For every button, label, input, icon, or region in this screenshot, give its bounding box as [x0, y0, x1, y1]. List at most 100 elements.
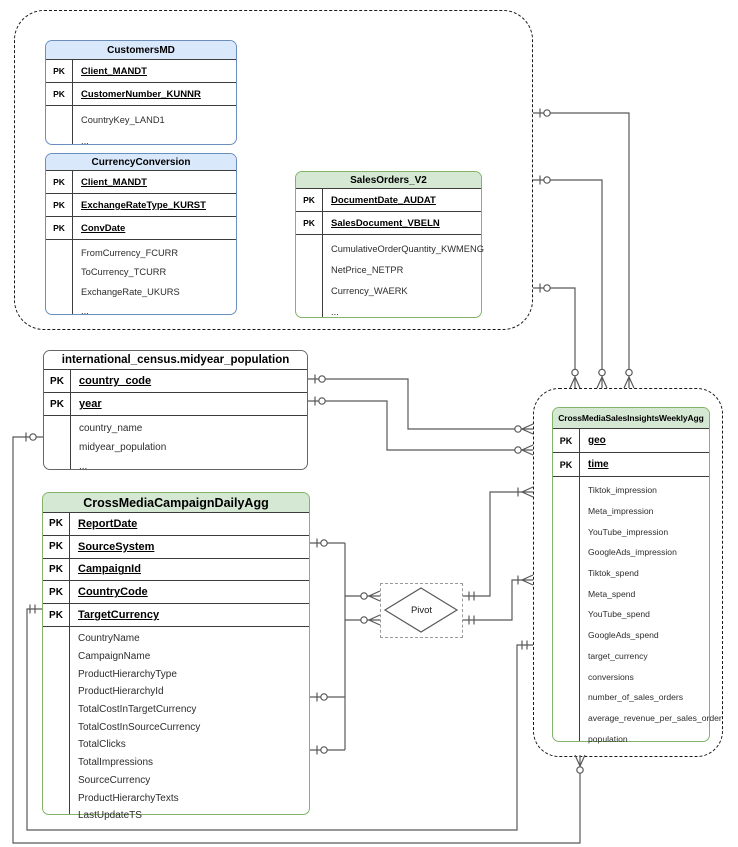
column-name: ProductHierarchyTexts: [78, 792, 179, 804]
connector: [533, 287, 576, 388]
column-name: TotalCostInSourceCurrency: [78, 721, 201, 733]
pk-badge: PK: [43, 604, 70, 626]
crows-foot-icon: [569, 375, 581, 389]
zero-circle-icon: [543, 109, 551, 117]
pk-gutter: [46, 106, 73, 144]
pk-column-name: ReportDate: [78, 517, 138, 530]
zero-circle-icon: [514, 446, 522, 454]
column-name: country_name: [79, 423, 143, 434]
connector: [533, 179, 603, 388]
column-name: ...: [331, 306, 339, 317]
column-name: ...: [81, 306, 89, 317]
column-name: CountryKey_LAND1: [81, 114, 165, 125]
pk-gutter: [296, 235, 323, 317]
zero-circle-icon: [360, 592, 368, 600]
target-table-group-container: [533, 388, 723, 757]
pk-badge: PK: [43, 581, 70, 604]
table-title: CustomersMD: [46, 41, 236, 60]
column-name: GoogleAds_impression: [588, 547, 677, 558]
column-name: Currency_WAERK: [331, 285, 408, 296]
connector: [310, 542, 346, 751]
column-name: ProductHierarchyId: [78, 686, 164, 698]
column-name: NetPrice_NETPR: [331, 264, 404, 275]
column-name: Meta_impression: [588, 506, 654, 517]
pk-badge: PK: [553, 429, 580, 452]
pk-gutter: [553, 477, 580, 741]
zero-circle-icon: [318, 375, 326, 383]
column-name: target_currency: [588, 650, 648, 661]
pivot-node[interactable]: Pivot: [380, 583, 463, 638]
table-title: international_census.midyear_population: [44, 351, 307, 370]
pk-column-name: Client_MANDT: [81, 176, 147, 188]
pk-badge: PK: [296, 212, 323, 234]
crows-foot-icon: [367, 590, 381, 602]
pk-column-name: DocumentDate_AUDAT: [331, 194, 436, 206]
pk-column-name: country_code: [79, 375, 152, 387]
pk-column-name: Client_MANDT: [81, 65, 147, 77]
zero-circle-icon: [543, 176, 551, 184]
table-title: CrossMediaCampaignDailyAgg: [43, 493, 309, 513]
column-name: TotalClicks: [78, 739, 126, 751]
column-name: population: [588, 733, 628, 744]
column-name: CountryName: [78, 633, 140, 645]
pk-badge: PK: [46, 217, 73, 239]
column-name: ...: [79, 461, 88, 472]
pivot-label: Pivot: [410, 605, 433, 616]
table-row-pk: PK SalesDocument_VBELN: [296, 212, 481, 235]
crows-foot-icon: [367, 614, 381, 626]
table-row-pk: PK time: [553, 453, 709, 477]
column-name: ProductHierarchyType: [78, 668, 177, 680]
pk-badge: PK: [46, 83, 73, 105]
crows-foot-icon: [574, 754, 586, 768]
crows-foot-icon: [517, 574, 534, 586]
column-name: Meta_spend: [588, 588, 636, 599]
pk-badge: PK: [553, 453, 580, 476]
table-title: CurrencyConversion: [46, 154, 236, 171]
column-name: GoogleAds_spend: [588, 630, 659, 641]
zero-circle-icon: [320, 693, 328, 701]
pk-column-name: CountryCode: [78, 586, 148, 599]
pk-column-name: time: [588, 459, 609, 470]
zero-circle-icon: [571, 368, 579, 377]
column-name: Tiktok_spend: [588, 568, 639, 579]
column-name: LastUpdateTS: [78, 810, 142, 822]
pk-badge: PK: [43, 513, 70, 535]
connector: [308, 378, 533, 430]
pk-column-name: year: [79, 398, 102, 410]
pk-badge: PK: [46, 171, 73, 193]
table-midyear-population[interactable]: international_census.midyear_population …: [43, 350, 308, 472]
one-bar-icon: [468, 591, 475, 601]
column-name: FromCurrency_FCURR: [81, 247, 179, 258]
crows-foot-icon: [517, 486, 534, 498]
zero-circle-icon: [320, 746, 328, 754]
crows-foot-icon: [623, 375, 635, 389]
column-name: Tiktok_impression: [588, 485, 657, 496]
zero-circle-icon: [598, 368, 606, 377]
zero-circle-icon: [318, 397, 326, 405]
connector: [463, 491, 533, 597]
one-bar-icon: [468, 615, 475, 625]
column-name: average_revenue_per_sales_order: [588, 712, 722, 723]
table-row-pk: PK ReportDate: [43, 513, 309, 536]
connector: [12, 436, 581, 844]
zero-circle-icon: [543, 284, 551, 292]
crows-foot-icon: [520, 423, 534, 435]
column-name: YouTube_spend: [588, 609, 650, 620]
zero-circle-icon: [514, 425, 522, 433]
pk-badge: PK: [43, 558, 70, 581]
pk-column-name: SalesDocument_VBELN: [331, 217, 440, 229]
